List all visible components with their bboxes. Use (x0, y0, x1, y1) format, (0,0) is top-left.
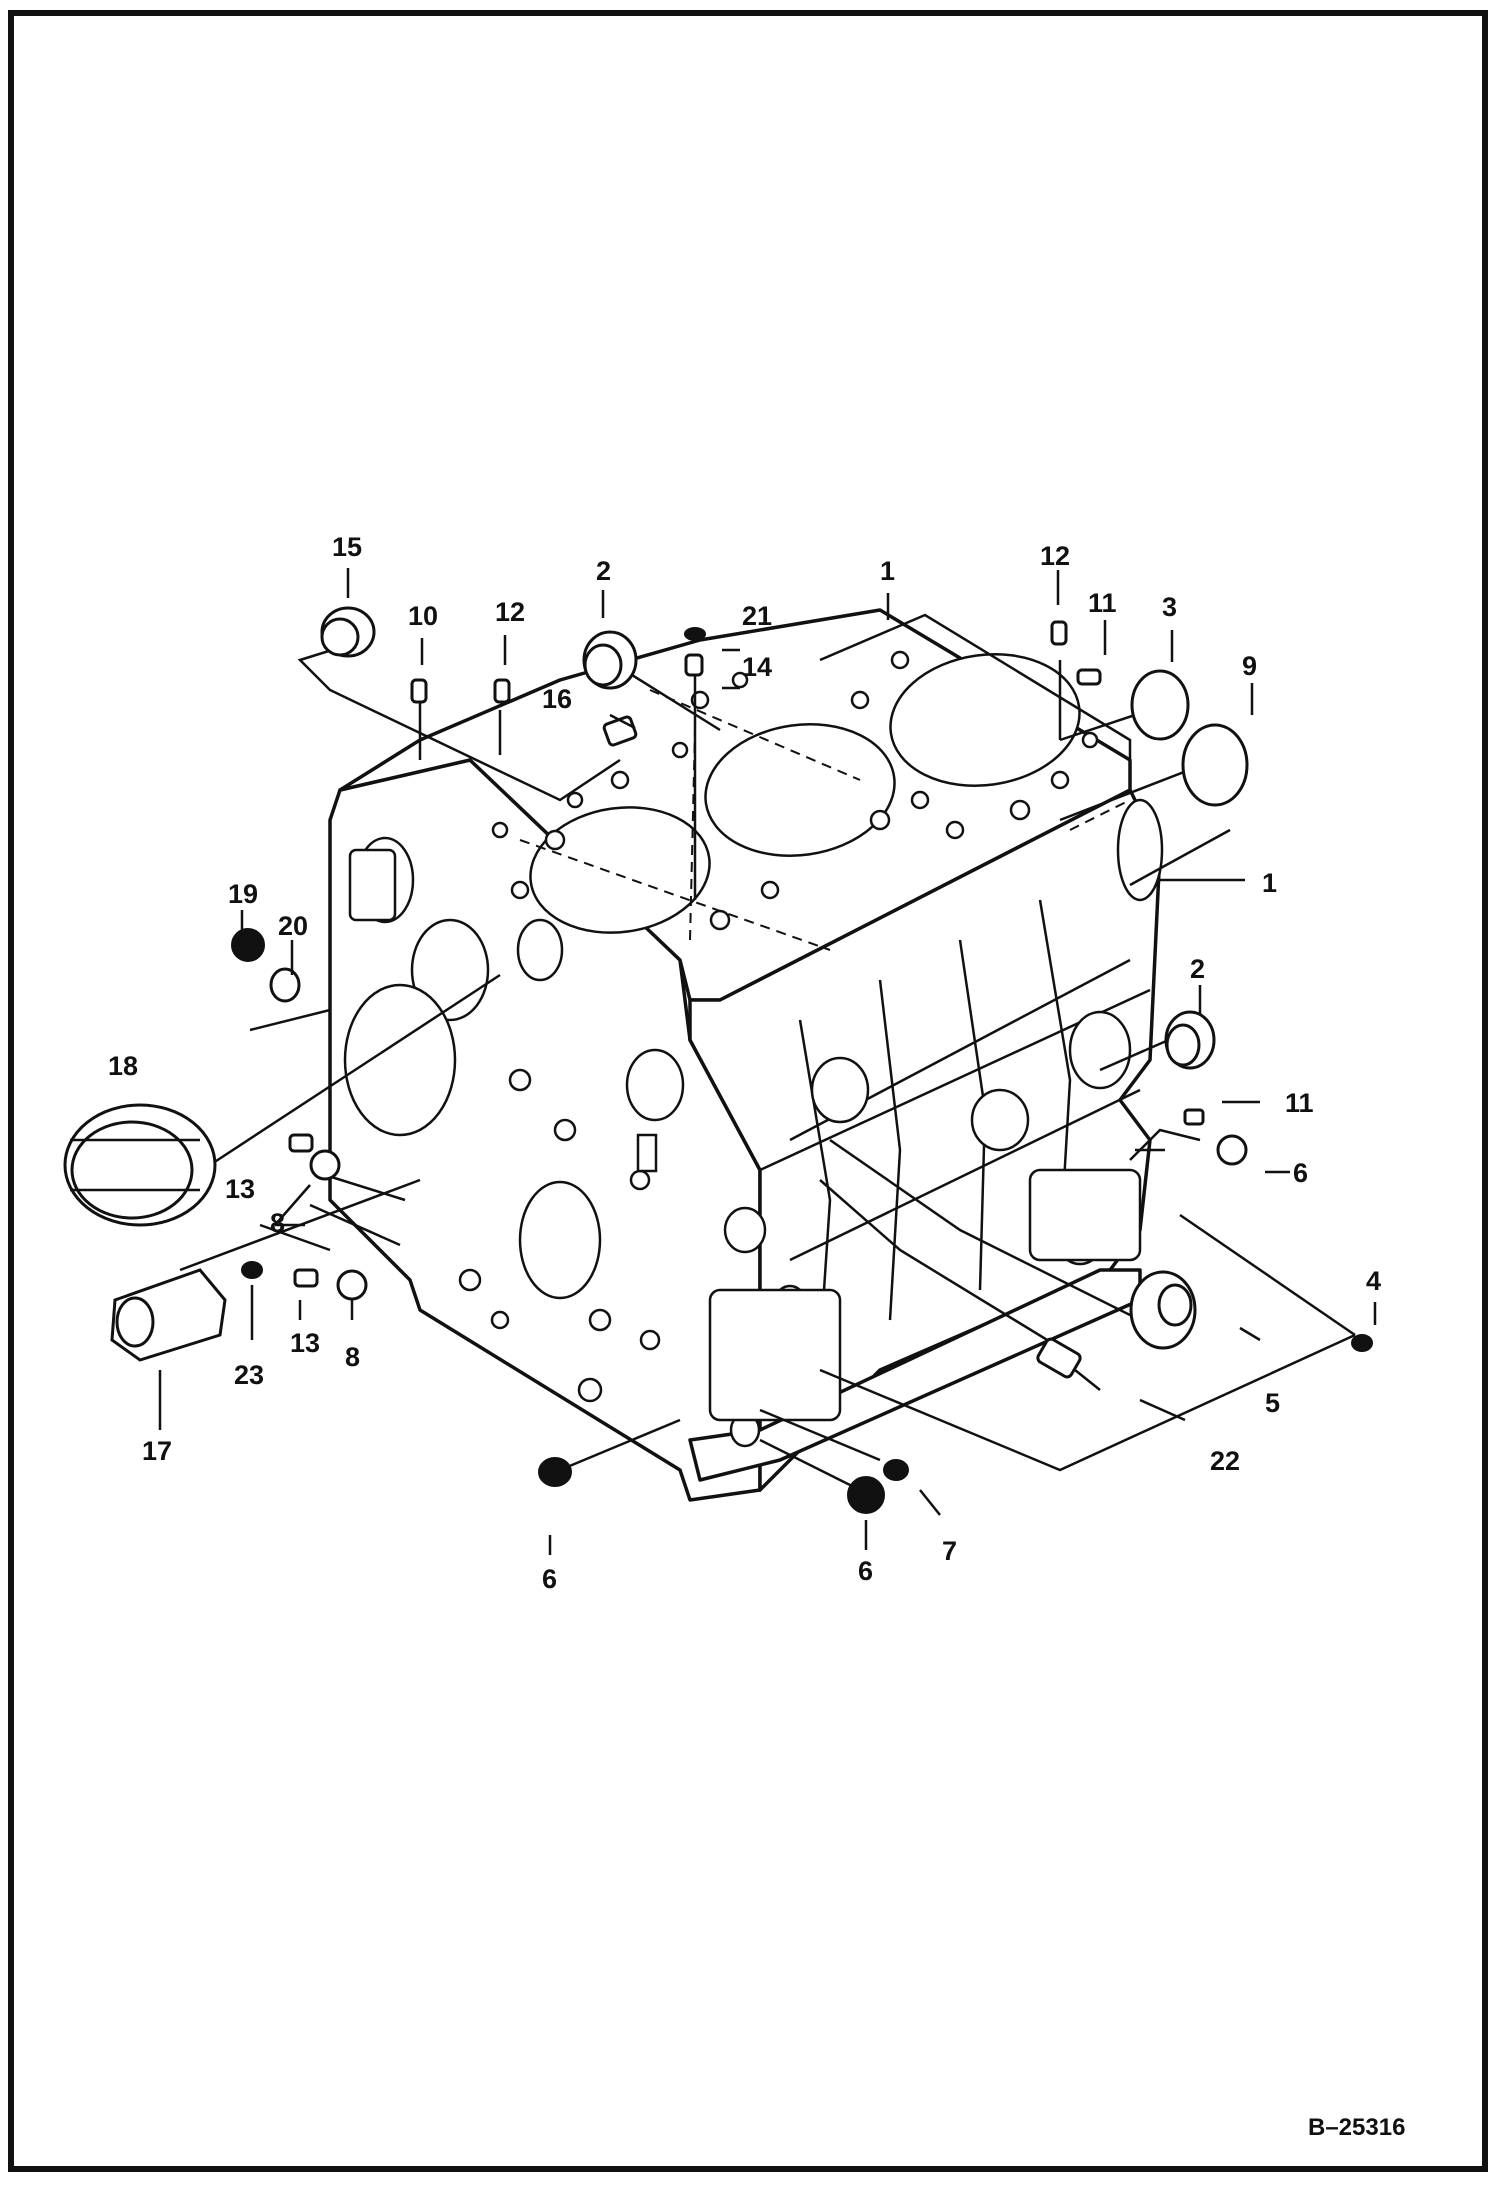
part-11-pin-right (1183, 1108, 1205, 1126)
leader-lines (179, 643, 1356, 1492)
callout-8-upper: 8 (270, 1208, 285, 1238)
part-6-plug-bottom-center (847, 1476, 885, 1514)
callout-15: 15 (332, 532, 362, 562)
part-20-gasket (269, 967, 301, 1003)
callout-6-bottom-left: 6 (542, 1564, 557, 1594)
callout-14: 14 (742, 652, 772, 682)
part-8-plug-upper (309, 1149, 341, 1181)
callout-labels: 15 10 12 2 21 14 16 1 12 11 3 9 1 19 20 … (108, 532, 1381, 1594)
part-12-pin-left (493, 678, 511, 704)
part-4-plug (1351, 1334, 1373, 1352)
part-12-pin-right (1050, 620, 1068, 646)
callout-21: 21 (742, 601, 772, 631)
callout-6-right: 6 (1293, 1158, 1308, 1188)
callout-18: 18 (108, 1051, 138, 1081)
part-19-plug (231, 928, 265, 962)
callout-22: 22 (1210, 1446, 1240, 1476)
callout-2-right: 2 (1190, 954, 1205, 984)
callout-6-bottom-center: 6 (858, 1556, 873, 1586)
parts (63, 606, 1373, 1514)
part-13-pin-lower (293, 1268, 319, 1288)
callout-20: 20 (278, 911, 308, 941)
callout-2-top: 2 (596, 556, 611, 586)
part-6-plug-bottom-left (538, 1457, 572, 1487)
callout-3: 3 (1162, 592, 1177, 622)
callout-5: 5 (1265, 1388, 1280, 1418)
part-9-plug (1181, 723, 1249, 807)
part-8-plug-lower (336, 1269, 368, 1301)
callout-ticks (158, 568, 1377, 1555)
part-11-pin-top (1076, 668, 1102, 686)
callout-7: 7 (942, 1536, 957, 1566)
callout-9: 9 (1242, 651, 1257, 681)
part-6-plug-right (1216, 1134, 1248, 1166)
part-13-pin-upper (288, 1133, 314, 1153)
part-1-gasket (819, 613, 1132, 760)
callout-12-left: 12 (495, 597, 525, 627)
callout-12-right: 12 (1040, 541, 1070, 571)
part-7-plug (883, 1459, 909, 1481)
callout-10: 10 (408, 601, 438, 631)
part-10-pin (410, 678, 428, 704)
callout-8-lower: 8 (345, 1342, 360, 1372)
part-14-bushing (684, 653, 704, 677)
part-23-screw (241, 1261, 263, 1279)
callout-11-right: 11 (1285, 1088, 1314, 1118)
callout-17: 17 (142, 1436, 172, 1466)
callout-4: 4 (1366, 1266, 1381, 1296)
figure-reference-code: B–25316 (1308, 2114, 1405, 2141)
callout-1-right: 1 (1262, 868, 1277, 898)
part-21-washer (684, 627, 706, 641)
cylinder-block (328, 608, 1164, 1502)
part-3-plug (1130, 669, 1190, 741)
part-22-pressure-switch (1036, 1337, 1082, 1379)
callout-13-upper: 13 (225, 1174, 255, 1204)
callout-16: 16 (542, 684, 572, 714)
callout-19: 19 (228, 879, 258, 909)
callout-11-top: 11 (1088, 588, 1117, 618)
callout-1-top: 1 (880, 556, 895, 586)
callout-23: 23 (234, 1360, 264, 1390)
callout-13-lower: 13 (290, 1328, 320, 1358)
